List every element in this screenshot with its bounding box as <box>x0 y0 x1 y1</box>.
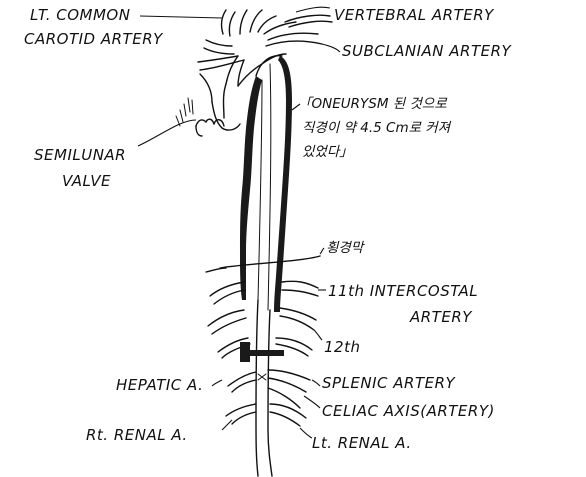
lower-aorta <box>206 256 320 476</box>
label-celiac: CELIAC AXIS(ARTERY) <box>322 402 495 420</box>
label-subclavian-artery: SUBCLANIAN ARTERY <box>342 42 513 60</box>
leader-lines <box>138 7 340 438</box>
label-11th-intercostal: 11th INTERCOSTAL <box>328 282 478 300</box>
label-diaphragm: 횡경막 <box>326 240 365 256</box>
label-rt-renal: Rt. RENAL A. <box>86 426 188 444</box>
label-splenic: SPLENIC ARTERY <box>322 374 457 392</box>
label-lt-common-carotid-2: CAROTID ARTERY <box>24 30 164 48</box>
label-semilunar: SEMILUNAR <box>34 146 126 164</box>
label-aneurysm-note-2: 직경이 약 4.5 Cm로 커져 <box>302 120 452 136</box>
aortic-aneurysm <box>240 56 292 312</box>
label-valve: VALVE <box>62 172 111 190</box>
semilunar-valve-region <box>176 54 286 136</box>
label-hepatic: HEPATIC A. <box>116 376 203 394</box>
label-lt-renal: Lt. RENAL A. <box>312 434 412 452</box>
label-intercostal-artery: ARTERY <box>409 308 473 326</box>
label-12th: 12th <box>324 338 360 356</box>
label-aneurysm-note-1: 「ONEURYSM 된 것으로 <box>298 96 447 112</box>
label-vertebral-artery: VERTEBRAL ARTERY <box>334 6 495 24</box>
label-aneurysm-note-3: 있었다」 <box>302 144 353 160</box>
label-lt-common-carotid-1: LT. COMMON <box>30 6 130 24</box>
